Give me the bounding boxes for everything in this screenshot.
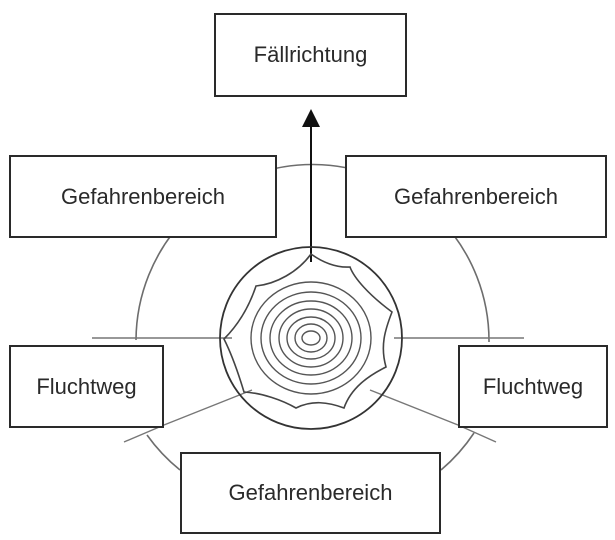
escape-line-right	[369, 389, 459, 426]
felling-direction-label: Fällrichtung	[253, 42, 368, 67]
danger-zone-label-bottom: Gefahrenbereich	[228, 480, 393, 505]
danger-zone-arc	[135, 163, 490, 343]
escape-line-left	[163, 389, 253, 426]
danger-zone-label-right: Gefahrenbereich	[394, 183, 558, 209]
escape-route-box-right: Fluchtweg	[458, 345, 608, 428]
danger-zone-box-left: Gefahrenbereich	[9, 155, 277, 238]
danger-zone-arc-lower-left	[146, 434, 181, 471]
danger-zone-label-left: Gefahrenbereich	[61, 183, 225, 209]
stump-outer-circle	[219, 246, 403, 430]
growth-rings	[250, 281, 372, 395]
escape-route-box-left: Fluchtweg	[9, 345, 164, 428]
danger-zone-arc-lower-right	[440, 432, 475, 471]
escape-route-label-right: Fluchtweg	[482, 373, 584, 399]
escape-route-label-left: Fluchtweg	[36, 373, 137, 399]
danger-zone-box-right: Gefahrenbereich	[345, 155, 607, 238]
felling-direction-box: Fällrichtung	[214, 13, 407, 97]
danger-zone-box-bottom: Gefahrenbereich	[180, 452, 441, 534]
root-buttress-outline	[223, 252, 393, 410]
